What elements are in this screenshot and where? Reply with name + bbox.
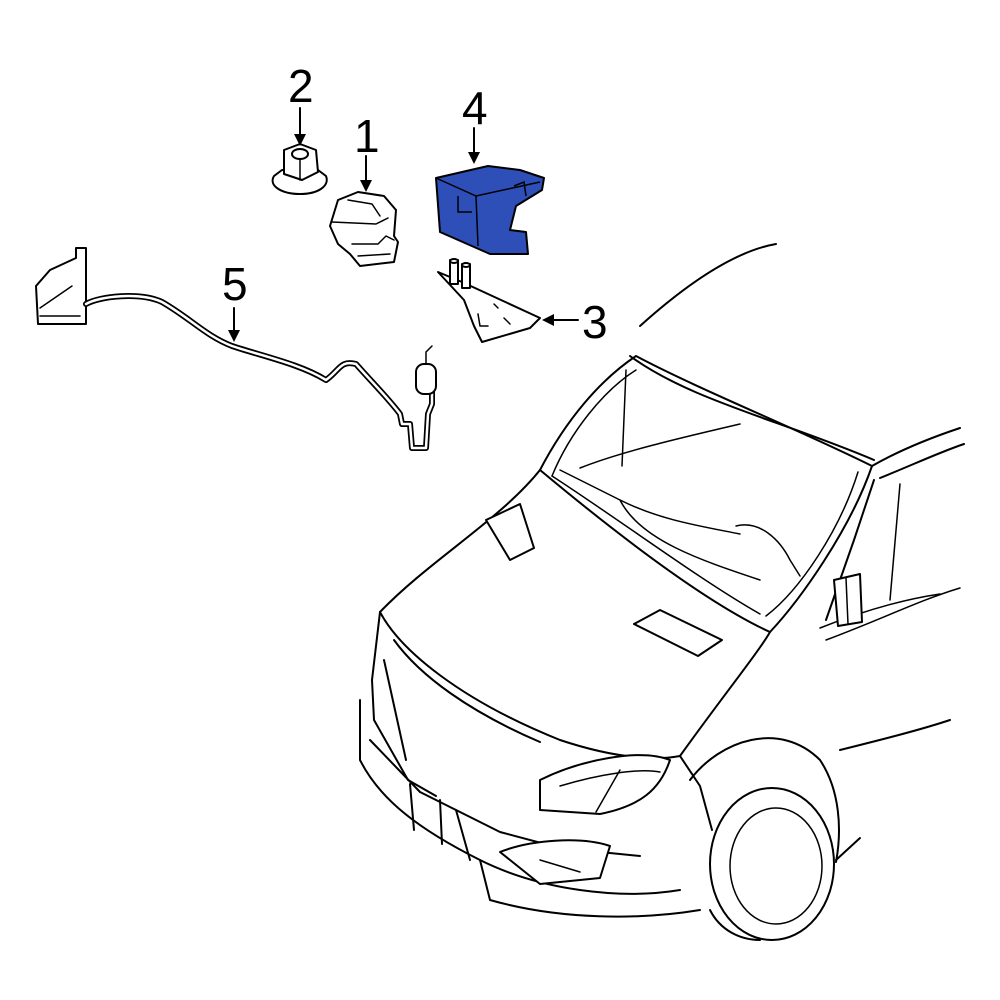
callout-5: 5 (222, 258, 248, 342)
van-illustration (359, 243, 965, 941)
part-2-nut[interactable] (271, 143, 328, 195)
part-5-sensor-cable[interactable] (35, 247, 437, 451)
callout-4: 4 (462, 82, 488, 164)
svg-text:5: 5 (222, 258, 248, 310)
callout-2: 2 (288, 60, 314, 146)
svg-text:3: 3 (582, 296, 608, 348)
part-1-clip[interactable] (329, 191, 399, 267)
part-4-bracket-highlighted[interactable] (435, 165, 545, 255)
part-3-plate[interactable] (437, 258, 541, 343)
callout-1: 1 (354, 110, 380, 192)
svg-text:2: 2 (288, 60, 314, 112)
svg-text:1: 1 (354, 110, 380, 162)
svg-text:4: 4 (462, 82, 488, 134)
callout-3: 3 (542, 296, 608, 348)
